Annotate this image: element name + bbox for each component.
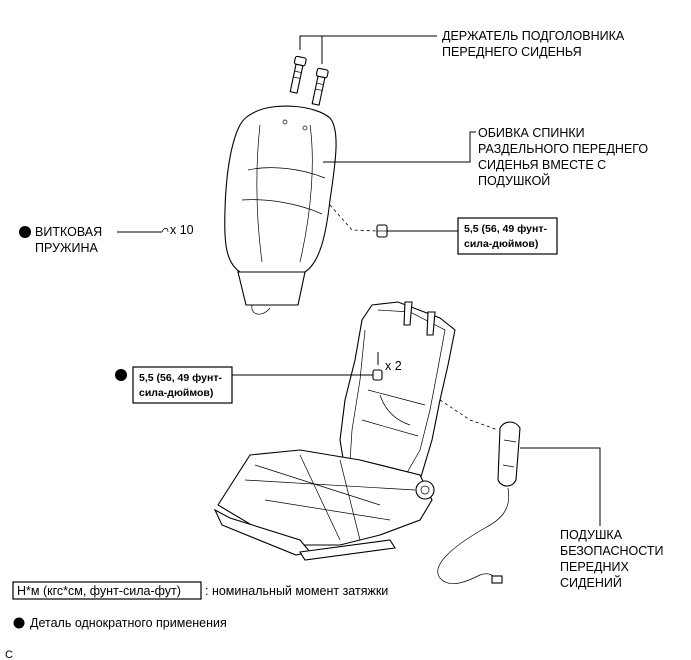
- headrest-support-parts: [289, 55, 329, 106]
- seatback-cover-label: ОБИВКА СПИНКИ РАЗДЕЛЬНОГО ПЕРЕДНЕГО СИДЕ…: [478, 126, 652, 188]
- legend-torque-box: [12, 581, 202, 600]
- upper-torque-value: 5,5 (56, 49 фунт- сила-дюймов): [464, 223, 550, 250]
- headrest-support-label: ДЕРЖАТЕЛЬ ПОДГОЛОВНИКА ПЕРЕДНЕГО СИДЕНЬЯ: [442, 29, 628, 59]
- legend-torque-description: : номинальный момент затяжки: [205, 584, 388, 598]
- seatback-cover-leader: [323, 131, 476, 163]
- corner-code: C: [5, 649, 13, 660]
- lower-nut-part: [372, 369, 383, 381]
- upper-torque-box: [457, 217, 558, 255]
- headrest-support-leader: [299, 35, 437, 50]
- coil-spring-qty: x 10: [170, 223, 194, 237]
- coil-spring-icon: [161, 227, 169, 233]
- airbag-part: [437, 421, 521, 584]
- coil-spring-label: ВИТКОВАЯ ПРУЖИНА: [35, 225, 106, 255]
- upper-nut-part: [376, 224, 388, 238]
- seat-frame-part: [213, 301, 456, 561]
- non-reusable-bullet-icon: [115, 369, 127, 381]
- seatback-cover-part: [224, 105, 337, 315]
- airbag-leader: [520, 447, 601, 526]
- airbag-label: ПОДУШКА БЕЗОПАСНОСТИ ПЕРЕДНИХ СИДЕНИЙ: [560, 528, 667, 590]
- lower-torque-box: [132, 366, 233, 404]
- frame-nut-qty: x 2: [385, 359, 402, 373]
- legend-nonreusable-description: Деталь однократного применения: [30, 616, 227, 630]
- non-reusable-bullet-icon: [19, 226, 31, 238]
- legend-bullet-icon: [13, 617, 25, 629]
- legend-torque-units: Н*м (кгс*см, фунт-сила-фут): [17, 584, 181, 598]
- lower-torque-value: 5,5 (56, 49 фунт- сила-дюймов): [139, 372, 225, 399]
